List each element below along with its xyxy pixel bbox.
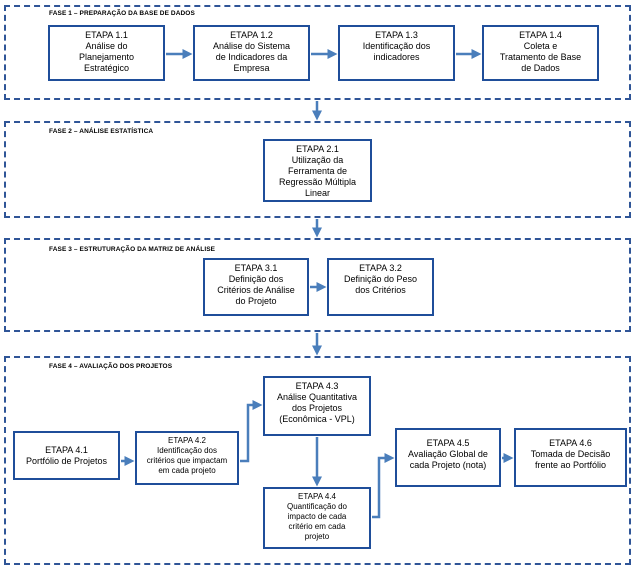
step-title: ETAPA 4.2 xyxy=(168,436,206,445)
step-title: ETAPA 4.3 xyxy=(295,381,339,391)
step-1-3-box: ETAPA 1.3 Identificação dos indicadores xyxy=(338,25,455,81)
step-text: Tratamento de Base xyxy=(499,52,582,62)
step-text: do Projeto xyxy=(235,296,277,306)
step-text: Avaliação Global de xyxy=(408,449,488,459)
step-text: de Indicadores da xyxy=(215,52,288,62)
step-2-1-box: ETAPA 2.1 Utilização da Ferramenta de Re… xyxy=(263,139,372,202)
phase-2-container xyxy=(4,121,631,218)
step-title: ETAPA 4.6 xyxy=(549,438,592,448)
phase-4-container xyxy=(4,356,631,565)
arrow-4-2-to-4-3 xyxy=(240,400,263,463)
step-text: de Dados xyxy=(521,63,560,73)
step-text: Critérios de Análise xyxy=(217,285,295,295)
step-title: ETAPA 3.2 xyxy=(359,263,402,273)
step-4-2-box: ETAPA 4.2 Identificação dos critérios qu… xyxy=(135,431,239,485)
step-4-5-box: ETAPA 4.5 Avaliação Global de cada Proje… xyxy=(395,428,501,487)
step-1-2-box: ETAPA 1.2 Análise do Sistema de Indicado… xyxy=(193,25,310,81)
step-text: Utilização da xyxy=(291,155,344,165)
step-text: frente ao Portfólio xyxy=(534,460,607,470)
step-text: Linear xyxy=(304,188,331,198)
step-title: ETAPA 1.1 xyxy=(85,30,128,40)
step-text: Identificação dos xyxy=(362,41,431,51)
step-4-1-box: ETAPA 4.1 Portfólio de Projetos xyxy=(13,431,120,480)
step-text: Quantificação do xyxy=(286,502,348,511)
step-text: Planejamento xyxy=(78,52,135,62)
step-text: Análise do xyxy=(85,41,128,51)
step-title: ETAPA 4.4 xyxy=(298,492,336,501)
step-1-1-box: ETAPA 1.1 Análise do Planejamento Estrat… xyxy=(48,25,165,81)
step-text: em cada projeto xyxy=(158,466,216,475)
step-title: ETAPA 3.1 xyxy=(234,263,278,273)
step-text: Análise Quantitativa xyxy=(276,392,358,402)
step-text: projeto xyxy=(304,532,330,541)
phase-1-container xyxy=(4,5,631,100)
step-3-1-box: ETAPA 3.1 Definição dos Critérios de Aná… xyxy=(203,258,309,316)
step-text: Estratégico xyxy=(83,63,130,73)
step-text: impacto de cada xyxy=(287,512,347,521)
step-text: critério em cada xyxy=(288,522,346,531)
phase-3-container xyxy=(4,238,631,332)
step-text: Tomada de Decisão xyxy=(530,449,611,459)
phase-1-label: FASE 1 – PREPARAÇÃO DA BASE DE DADOS xyxy=(49,10,195,17)
step-text: dos Projetos xyxy=(291,403,343,413)
step-text: Identificação dos xyxy=(156,446,218,455)
step-4-4-box: ETAPA 4.4 Quantificação do impacto de ca… xyxy=(263,487,371,549)
step-text: critérios que impactam xyxy=(146,456,228,465)
step-text: Definição do Peso xyxy=(343,274,418,284)
step-text: Análise do Sistema xyxy=(212,41,291,51)
step-title: ETAPA 4.5 xyxy=(426,438,470,448)
step-1-4-box: ETAPA 1.4 Coleta e Tratamento de Base de… xyxy=(482,25,599,81)
step-text: Portfólio de Projetos xyxy=(25,455,108,466)
step-text: Regressão Múltipla xyxy=(278,177,357,187)
phase-4-label: FASE 4 – AVALIAÇÃO DOS PROJETOS xyxy=(49,363,173,370)
step-4-3-box: ETAPA 4.3 Análise Quantitativa dos Proje… xyxy=(263,376,371,436)
phase-3-label: FASE 3 – ESTRUTURAÇÃO DA MATRIZ DE ANÁLI… xyxy=(49,246,216,253)
step-text: Definição dos xyxy=(228,274,284,284)
step-title: ETAPA 1.3 xyxy=(375,30,418,40)
step-text: (Econômica - VPL) xyxy=(279,414,355,424)
step-title: ETAPA 1.2 xyxy=(230,30,273,40)
step-text: indicadores xyxy=(373,52,420,62)
step-title: ETAPA 1.4 xyxy=(519,30,562,40)
step-4-6-box: ETAPA 4.6 Tomada de Decisão frente ao Po… xyxy=(514,428,627,487)
step-3-2-box: ETAPA 3.2 Definição do Peso dos Critério… xyxy=(327,258,434,316)
step-text: Ferramenta de xyxy=(287,166,348,176)
step-text: Empresa xyxy=(233,63,270,73)
step-text: dos Critérios xyxy=(355,285,406,295)
step-title: ETAPA 2.1 xyxy=(296,144,339,154)
step-text: cada Projeto (nota) xyxy=(409,460,487,470)
arrow-4-4-to-4-5 xyxy=(372,453,395,519)
step-text: Coleta e xyxy=(523,41,558,51)
phase-2-label: FASE 2 – ANÁLISE ESTATÍSTICA xyxy=(49,128,154,135)
step-title: ETAPA 4.1 xyxy=(45,444,88,455)
